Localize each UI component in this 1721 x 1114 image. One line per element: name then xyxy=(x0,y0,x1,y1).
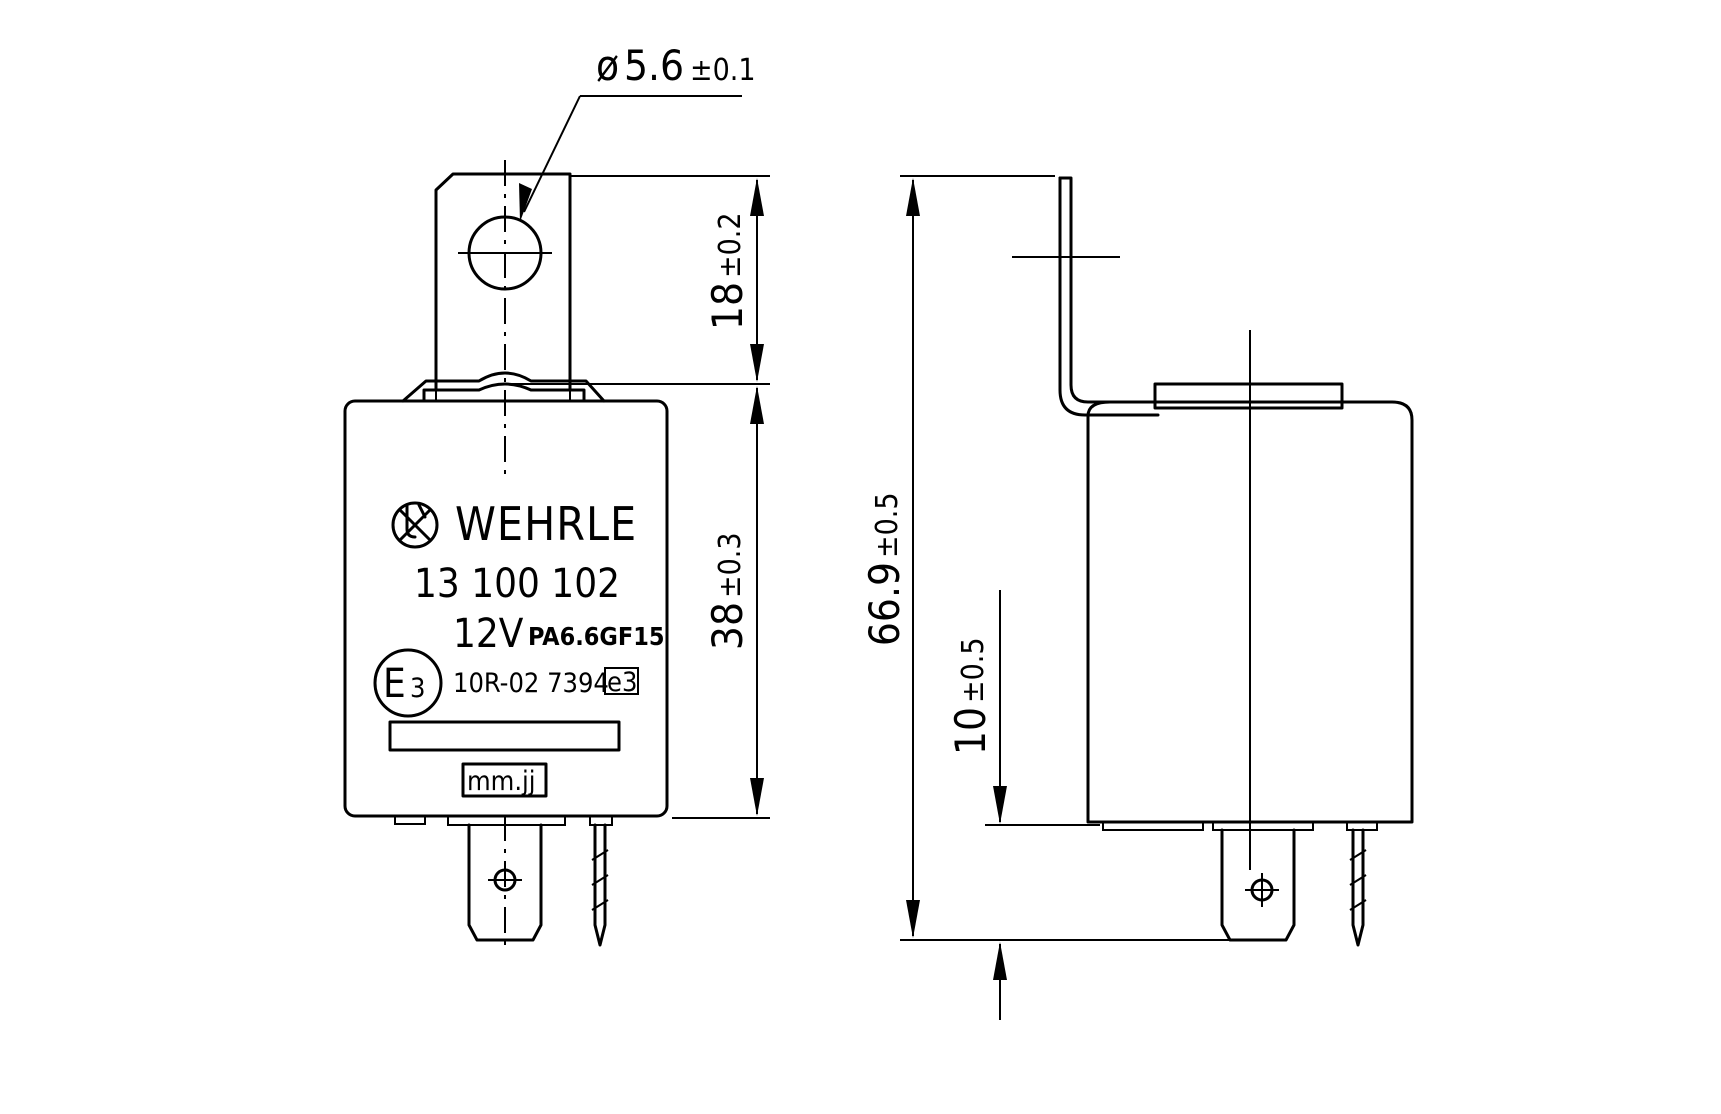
approval-circle xyxy=(373,648,443,718)
wehrle-logo xyxy=(391,501,439,549)
connector-pin-thin xyxy=(593,823,607,947)
side-housing xyxy=(1086,400,1414,824)
dim-overall-tolerance: ±0.5 xyxy=(870,492,905,558)
dim-pin-value: 10 xyxy=(946,707,995,755)
approval-mark-number: 3 xyxy=(410,673,425,704)
housing-body xyxy=(343,399,669,818)
label-strip xyxy=(388,720,621,752)
dim-body-tolerance: ±0.3 xyxy=(713,532,748,598)
arrowhead xyxy=(519,183,532,222)
connector-pin-flat xyxy=(467,823,543,942)
pin-hatch xyxy=(1349,849,1367,861)
side-foot xyxy=(1212,821,1314,831)
part-number-text: 13 100 102 xyxy=(414,561,620,607)
date-stamp-text: mm.jj xyxy=(467,766,536,797)
side-bracket xyxy=(1058,176,1160,404)
tab-collar xyxy=(401,371,606,403)
bottom-foot xyxy=(589,815,613,826)
pin-hatch xyxy=(1349,899,1367,911)
side-bracket-inner xyxy=(1058,176,1160,417)
hole-leader-line xyxy=(523,95,581,213)
dim-hole-symbol: ø xyxy=(596,41,619,90)
front-view: WEHRLE 13 100 102 12V PA6.6GF15 E 3 10R-… xyxy=(343,160,669,950)
approval-code-text: 10R-02 7394 xyxy=(453,668,609,699)
dimension-lines: 18 ±0.2 38 ±0.3 66.9 ±0.5 10 ±0.5 xyxy=(505,41,1230,1020)
arrowhead xyxy=(906,178,920,216)
side-pin-thin xyxy=(1351,828,1365,947)
dim-hole-tolerance: ±0.1 xyxy=(690,53,756,88)
pin-hatch xyxy=(591,849,609,861)
voltage-text: 12V xyxy=(453,611,524,657)
approval-mark-letter: E xyxy=(383,661,406,707)
bottom-foot xyxy=(447,815,566,826)
dim-tab-value: 18 xyxy=(703,282,752,330)
pin-hatch xyxy=(1349,874,1367,886)
dim-pin-tolerance: ±0.5 xyxy=(956,637,991,703)
mounting-tab xyxy=(434,172,572,392)
dim-tab-tolerance: ±0.2 xyxy=(713,212,748,278)
date-stamp-box xyxy=(461,762,548,798)
arrowhead xyxy=(993,786,1007,824)
arrowhead xyxy=(750,344,764,382)
side-pin-flat xyxy=(1220,828,1296,942)
arrowhead xyxy=(750,778,764,816)
side-view xyxy=(1012,176,1414,947)
arrowhead xyxy=(750,178,764,216)
arrowhead xyxy=(750,386,764,424)
small-mark-text: e3 xyxy=(607,667,637,698)
pin-hatch xyxy=(591,899,609,911)
dim-hole-value: 5.6 xyxy=(624,41,684,90)
dim-overall-value: 66.9 xyxy=(860,562,909,646)
small-mark-box xyxy=(604,667,639,695)
material-text: PA6.6GF15 xyxy=(528,622,665,651)
side-top-cap xyxy=(1153,382,1344,410)
brand-text: WEHRLE xyxy=(455,497,637,551)
bottom-foot xyxy=(394,815,426,825)
pin-hatch xyxy=(591,874,609,886)
arrowhead xyxy=(993,942,1007,980)
dim-body-value: 38 xyxy=(703,602,752,650)
side-foot xyxy=(1102,821,1204,831)
arrowhead xyxy=(906,900,920,938)
